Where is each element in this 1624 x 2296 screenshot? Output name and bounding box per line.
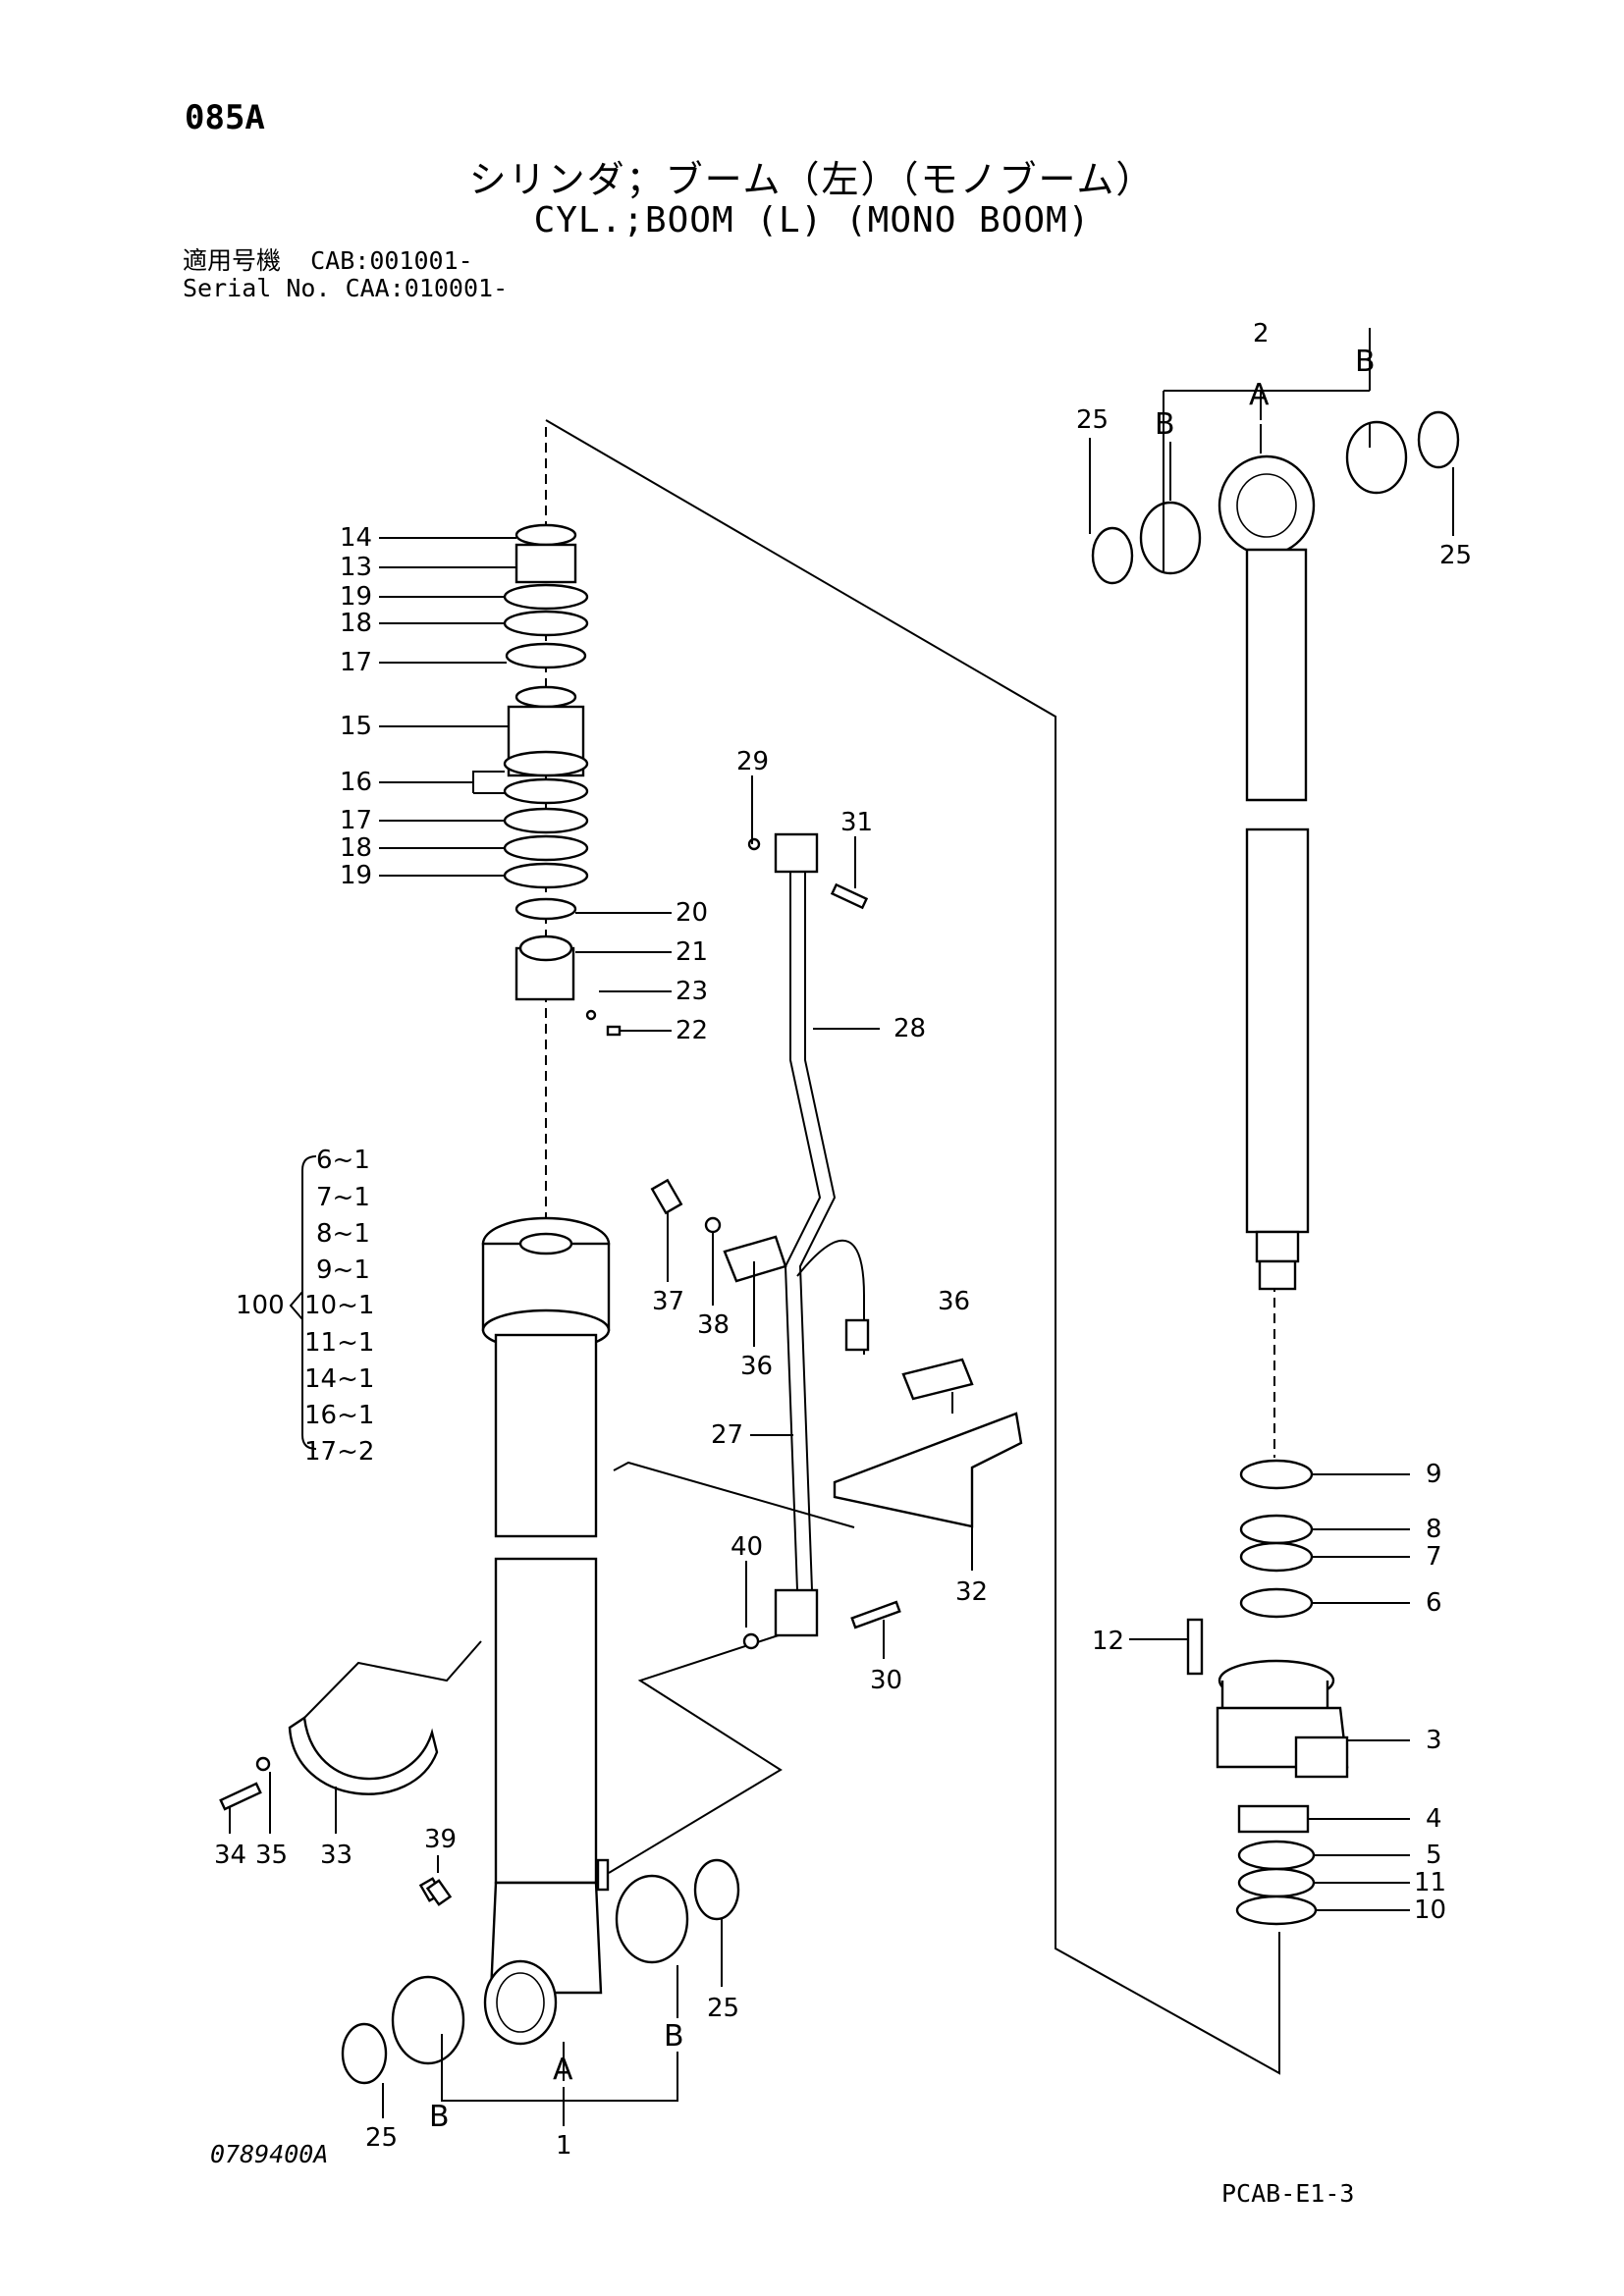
callout-31: 31: [840, 808, 873, 837]
callout-36b: 36: [938, 1287, 970, 1316]
guide-line-pipe: [608, 1630, 791, 1874]
callout-32: 32: [955, 1577, 988, 1607]
piston-seal-stack: [503, 523, 622, 1037]
callout-4: 4: [1426, 1804, 1442, 1834]
callout-25c: 25: [365, 2123, 398, 2153]
pipe-assembly: [219, 832, 1023, 1906]
callout-35: 35: [255, 1841, 288, 1870]
piston-rod: [1091, 410, 1460, 1291]
kit-item: 7~1: [316, 1183, 370, 1212]
callout-25a: 25: [1076, 405, 1109, 435]
callout-18: 18: [340, 609, 372, 638]
callout-14: 14: [340, 523, 372, 553]
callout-8: 8: [1426, 1515, 1442, 1544]
letter-B-left-upper: B: [664, 2019, 684, 2054]
assembly-guide-line: [545, 419, 1280, 2075]
kit-item: 17~2: [304, 1437, 374, 1467]
callout-17b: 17: [340, 806, 372, 835]
letter-A-right: A: [1249, 378, 1270, 412]
callout-21: 21: [676, 937, 708, 967]
callout-25b: 25: [1439, 541, 1472, 570]
callout-6: 6: [1426, 1588, 1442, 1618]
callout-23: 23: [676, 977, 708, 1006]
kit-item: 14~1: [304, 1364, 374, 1394]
drawing-number: 0789400A: [210, 2140, 329, 2168]
bushing-left-lower: [341, 1858, 740, 2085]
callout-22: 22: [676, 1016, 708, 1045]
serial-range-2: CAA:010001-: [345, 274, 509, 302]
kit-100-list: 6~1 7~1 8~1 9~1 10~1 11~1 14~1 16~1 17~2: [304, 1146, 374, 1467]
sheet-id: PCAB-E1-3: [1221, 2179, 1355, 2208]
callout-2: 2: [1253, 319, 1270, 348]
callout-17: 17: [340, 648, 372, 677]
callout-40: 40: [731, 1532, 763, 1562]
callout-100: 100: [236, 1291, 285, 1320]
serial-label-en: Serial No.: [183, 274, 331, 302]
callout-25d: 25: [707, 1994, 739, 2023]
callout-7: 7: [1426, 1542, 1442, 1572]
cylinder-tube: [481, 1216, 611, 2046]
letter-B-left-lower: B: [429, 2100, 450, 2134]
callout-3: 3: [1426, 1726, 1442, 1755]
callout-1: 1: [556, 2131, 572, 2161]
callout-34: 34: [214, 1841, 246, 1870]
kit-item: 6~1: [316, 1146, 370, 1175]
letter-B-right-right: B: [1355, 345, 1376, 379]
callout-20: 20: [676, 898, 708, 928]
callout-9: 9: [1426, 1460, 1442, 1489]
callout-19: 19: [340, 582, 372, 612]
kit-item: 9~1: [316, 1255, 370, 1285]
callout-19b: 19: [340, 861, 372, 890]
callout-38: 38: [697, 1310, 730, 1340]
callout-16: 16: [340, 768, 372, 797]
callout-29: 29: [736, 747, 769, 776]
leader-lines: [229, 328, 1454, 2126]
page-code: 085A: [185, 98, 265, 137]
callout-13: 13: [340, 553, 372, 582]
callout-39: 39: [424, 1825, 457, 1854]
callout-15: 15: [340, 712, 372, 741]
kit-item: 10~1: [304, 1291, 374, 1320]
guide-line-band: [303, 1640, 482, 1719]
callout-28: 28: [893, 1014, 926, 1043]
letter-B-right-left: B: [1155, 407, 1175, 442]
callout-37: 37: [652, 1287, 684, 1316]
kit-item: 16~1: [304, 1401, 374, 1430]
callout-33: 33: [320, 1841, 352, 1870]
callout-5: 5: [1426, 1841, 1442, 1870]
serial-label-jp: 適用号機: [183, 246, 282, 275]
letter-A-left: A: [553, 2053, 573, 2087]
serial-block: 適用号機 CAB:001001- Serial No. CAA:010001-: [183, 247, 508, 302]
callout-10: 10: [1414, 1896, 1446, 1925]
kit-item: 8~1: [316, 1219, 370, 1249]
callout-18b: 18: [340, 833, 372, 863]
title-english: CYL.;BOOM (L) (MONO BOOM): [533, 200, 1091, 240]
guide-line-clamp: [613, 1461, 855, 1528]
serial-range-1: CAB:001001-: [310, 246, 473, 275]
callout-11: 11: [1414, 1868, 1446, 1897]
callout-30: 30: [870, 1666, 902, 1695]
cylinder-head-assembly: [1186, 1459, 1349, 1926]
callout-36a: 36: [740, 1352, 773, 1381]
kit-item: 11~1: [304, 1328, 374, 1358]
callout-labels: 14 13 19 18 17 15 16 17 18 19 20 21 23 2…: [214, 319, 1472, 2161]
callout-12: 12: [1092, 1627, 1124, 1656]
title-japanese: シリンダ；ブーム（左）（モノブーム）: [468, 158, 1156, 201]
callout-27: 27: [711, 1420, 743, 1450]
